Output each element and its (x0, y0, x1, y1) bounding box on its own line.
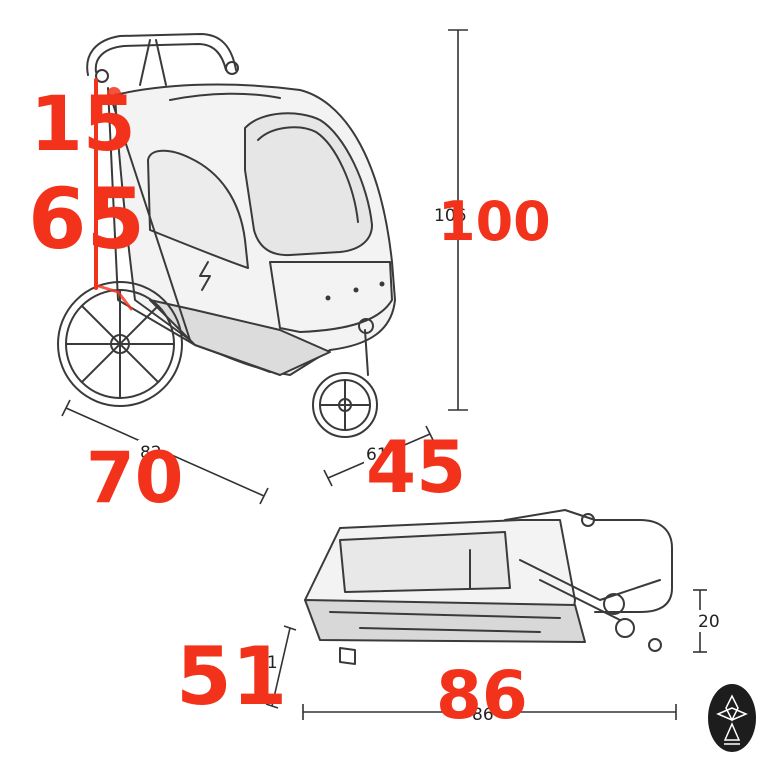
rear-wheel (57, 281, 183, 407)
diamond-star-logo-icon (708, 684, 756, 752)
handwritten-annotations: 15 65 100 70 45 51 86 (28, 78, 551, 734)
width-label: 61 (366, 445, 388, 465)
handwritten-length: 70 (86, 437, 183, 519)
handlebar-joint-left (95, 69, 109, 83)
handwritten-left: 65 (28, 170, 145, 268)
handlebar-joint-right (225, 61, 239, 75)
stroller-unfolded-sketch (57, 33, 396, 438)
folded-width-label: 61 (256, 653, 278, 673)
handwritten-height: 100 (438, 190, 551, 253)
front-wheel (312, 318, 378, 438)
folded-handlebar (504, 509, 673, 613)
handwritten-folded-width: 51 (176, 630, 287, 723)
lightning-logo-icon (199, 261, 211, 291)
front-mesh-window (244, 112, 373, 257)
folded-mesh-panel (339, 531, 511, 593)
folded-length-label: 86 (472, 705, 494, 725)
length-label: 82 (140, 443, 162, 463)
handwritten-folded-length: 86 (436, 657, 528, 734)
printed-dimension-labels: 106 82 61 86 20 61 (138, 203, 728, 725)
storage-basket (149, 299, 331, 376)
side-mesh-window (147, 149, 249, 269)
folded-basket (304, 599, 586, 643)
folded-height-label: 20 (698, 612, 720, 632)
handwritten-width: 45 (366, 425, 466, 509)
stroller-folded-sketch (304, 509, 673, 665)
folded-front-wheel (603, 593, 625, 615)
height-label: 106 (434, 206, 466, 226)
handwritten-upper-left: 15 (30, 79, 136, 168)
handlebar (86, 33, 237, 76)
